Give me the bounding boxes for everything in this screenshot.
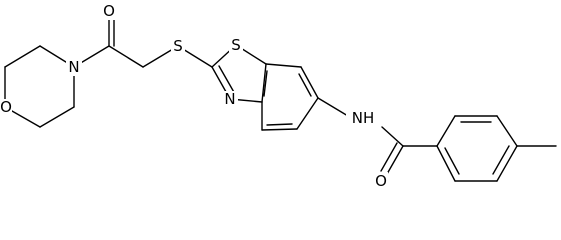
- bond-c6-nh: [317, 97, 349, 117]
- atom-label-thiazole-sulfur: S: [231, 36, 241, 54]
- molecule-diagram: O N O S S N NH O: [0, 2, 557, 190]
- bond-benzo-inner-2: [298, 73, 312, 97]
- bond-c6-c5: [296, 97, 319, 130]
- bond-c5-c4: [261, 128, 298, 131]
- bond-morph-c1-c2: [39, 106, 75, 128]
- atom-label-thioether-sulfur: S: [173, 37, 183, 55]
- bond-carbonyl-ch2: [108, 45, 144, 68]
- bond-c7a-c7: [265, 63, 302, 68]
- bond-tolyl-inner-3: [444, 147, 460, 175]
- atom-label-morpholine-oxygen: O: [0, 98, 12, 116]
- bonds: [4, 10, 557, 182]
- atom-label-carbonyl-oxygen-top: O: [103, 2, 115, 20]
- bond-c2-n3-b: [218, 65, 236, 95]
- bond-carbonyl2-o-b: [380, 142, 398, 172]
- bond-tolyl-3: [496, 115, 518, 147]
- bond-tolyl-inner-2: [492, 145, 510, 175]
- bond-tolyl-4: [496, 145, 518, 182]
- bond-c7a-c3a: [261, 63, 267, 103]
- atom-label-amide-nitrogen: NH: [352, 109, 375, 127]
- bond-carbonyl2-o-a: [386, 145, 404, 175]
- bond-benzo-inner-3: [266, 123, 293, 126]
- bond-c7-c6: [300, 66, 319, 99]
- atom-label-thiazole-nitrogen: N: [224, 90, 235, 108]
- atom-label-morpholine-nitrogen: N: [68, 58, 79, 76]
- bond-tolyl-1: [436, 115, 456, 147]
- bond-tolyl-6: [436, 145, 456, 182]
- bond-morph-c3-c4: [4, 45, 41, 68]
- atom-label-amide-oxygen: O: [375, 172, 387, 190]
- bond-benzo-inner-1: [263, 70, 268, 97]
- bond-nh-carbonyl: [381, 126, 404, 147]
- molecule-svg: O N O S S N NH O: [0, 2, 557, 190]
- atom-labels: O N O S S N NH O: [0, 2, 388, 190]
